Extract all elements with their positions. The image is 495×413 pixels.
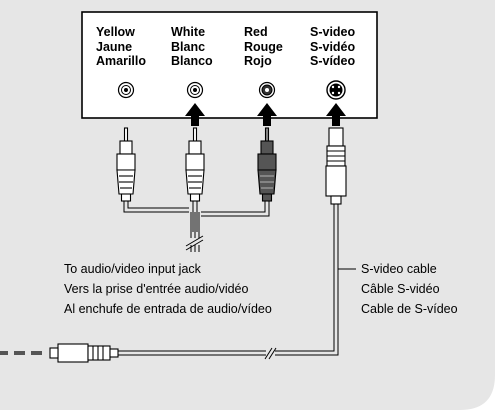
jack-label-line: Blanc xyxy=(171,39,206,54)
av-cables xyxy=(123,201,270,252)
svideo-arrow xyxy=(326,103,346,126)
svideo-cable-break-mark xyxy=(264,347,277,360)
dashed-continuation xyxy=(0,351,42,355)
note-line: Câble S-vidéo xyxy=(361,282,440,296)
av-cable-break-mark xyxy=(185,235,204,251)
jack-label-line: Rouge xyxy=(244,39,283,54)
left-svideo-plug xyxy=(49,343,119,363)
white-rca-plug xyxy=(185,127,205,202)
svideo-jack xyxy=(326,80,346,100)
jack-label-line: Red xyxy=(244,25,268,39)
red-arrow xyxy=(257,103,277,126)
note-line: Al enchufe de entrada de audio/vídeo xyxy=(64,302,272,316)
note-line: Vers la prise d'entrée audio/vidéo xyxy=(64,282,249,296)
jack-label-yellow: Yellow Jaune Amarillo xyxy=(96,25,146,69)
note-line: S-video cable xyxy=(361,262,437,276)
jack-panel xyxy=(81,11,378,119)
jack-label-line: S-vidéo xyxy=(310,39,356,54)
svideo-cable-note: S-video cable Câble S-vidéo Cable de S-v… xyxy=(361,259,458,319)
jack-label-line: Rojo xyxy=(244,54,272,68)
av-input-note: To audio/video input jack Vers la prise … xyxy=(64,259,272,319)
note-line: To audio/video input jack xyxy=(64,262,201,276)
jack-label-line: Blanco xyxy=(171,54,213,68)
note-line: Cable de S-vídeo xyxy=(361,302,458,316)
white-jack xyxy=(186,81,204,99)
svideo-cable xyxy=(116,204,339,356)
jack-label-white: White Blanc Blanco xyxy=(171,25,213,69)
svideo-plug xyxy=(325,127,347,205)
red-jack xyxy=(258,81,276,99)
jack-label-line: S-vídeo xyxy=(310,54,356,68)
white-arrow xyxy=(185,103,205,126)
yellow-jack xyxy=(117,81,135,99)
jack-label-line: Amarillo xyxy=(96,54,147,68)
red-rca-plug xyxy=(257,127,277,202)
jack-label-line: S-video xyxy=(310,25,356,39)
yellow-rca-plug xyxy=(116,127,136,202)
jack-label-red: Red Rouge Rojo xyxy=(244,25,283,69)
jack-label-line: Yellow xyxy=(96,25,135,39)
jack-label-line: Jaune xyxy=(96,39,133,54)
jack-label-svideo: S-video S-vidéo S-vídeo xyxy=(310,25,355,69)
jack-label-line: White xyxy=(171,25,206,39)
